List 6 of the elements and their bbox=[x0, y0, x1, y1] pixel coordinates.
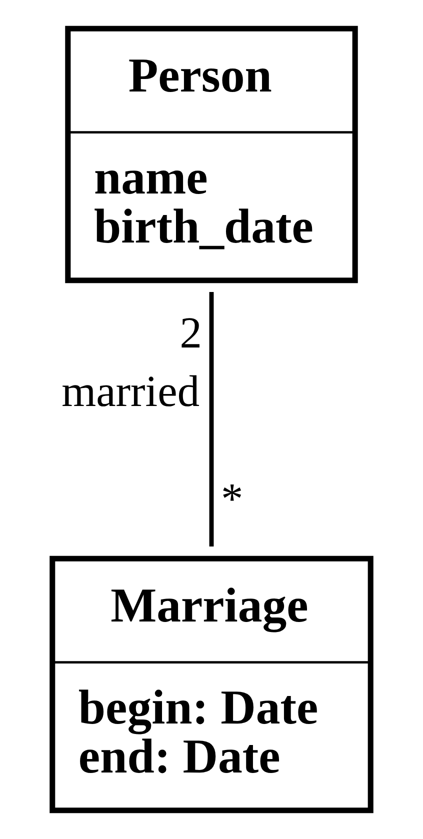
node-box: Marriage begin: Date end: Date bbox=[50, 556, 374, 814]
label: 2 bbox=[180, 307, 202, 358]
connector bbox=[209, 292, 214, 546]
label: * bbox=[221, 473, 244, 524]
edge-label: married bbox=[62, 366, 200, 416]
node-box: Person name birth_date bbox=[65, 26, 358, 284]
